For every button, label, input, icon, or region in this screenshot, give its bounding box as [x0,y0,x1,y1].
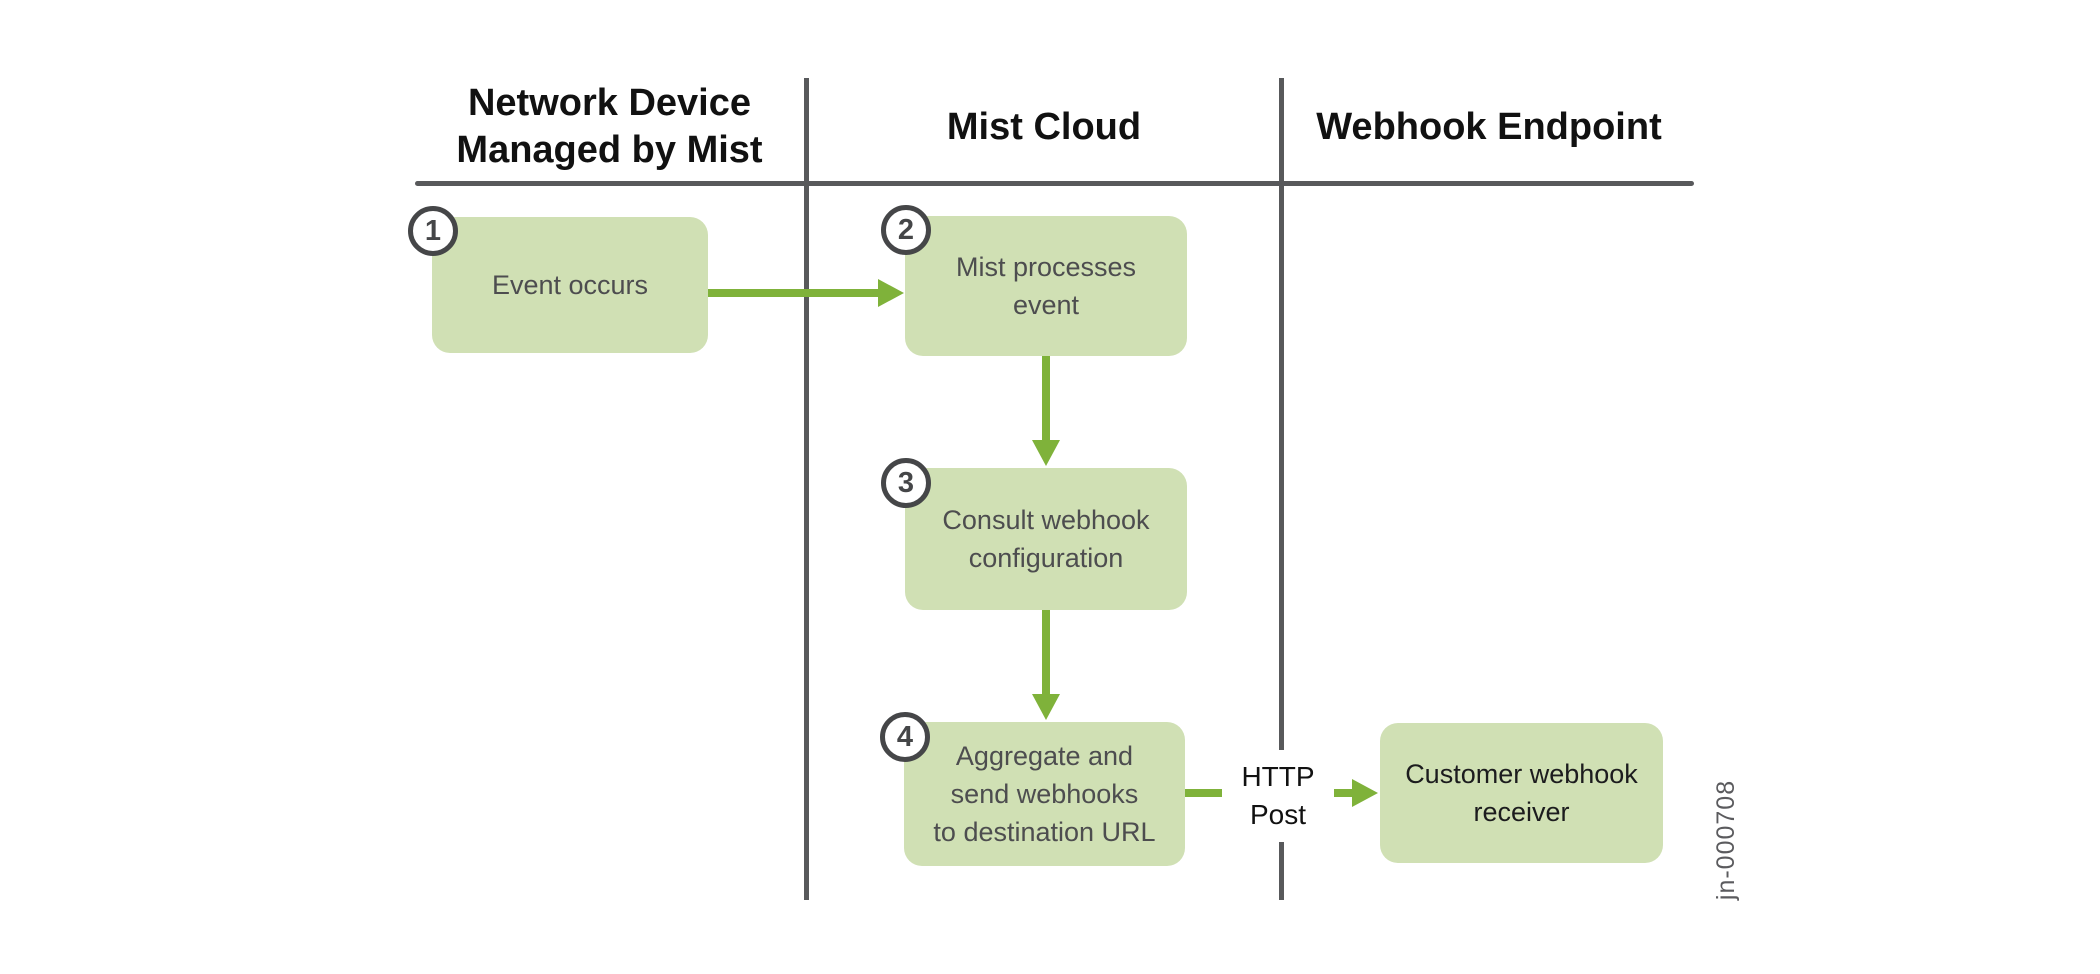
arrow-line-consult-to-aggregate [1042,610,1050,696]
http-post-label: HTTP Post [1222,750,1334,842]
step-number: 4 [896,720,914,753]
receiver-text-line: receiver [1473,797,1570,827]
lane-header-line: Mist Cloud [946,105,1142,148]
lane-header-mist-cloud: Mist Cloud [809,75,1279,179]
step-text-line: Mist processes [955,252,1137,282]
lane-header-line: Network Device [467,82,751,124]
receiver-text-line: Customer webhook [1405,759,1638,789]
lane-divider-1 [804,78,809,900]
step-number: 2 [897,213,915,246]
step-text-line: Aggregate and [955,741,1134,771]
step-text-line: configuration [968,543,1124,573]
step-box-consult-webhook-configuration: Consult webhook configuration [905,468,1187,610]
lane-header-line: Managed by Mist [456,129,763,171]
step-number-badge-4: 4 [880,712,930,762]
lane-header-webhook-endpoint: Webhook Endpoint [1284,75,1694,179]
arrow-head-http-to-receiver [1352,779,1378,807]
step-box-aggregate-send-webhooks: Aggregate and send webhooks to destinati… [904,722,1185,866]
step-text-line: Event occurs [491,270,649,300]
arrow-head-process-to-consult [1032,440,1060,466]
lane-divider-2 [1279,78,1284,900]
step-number: 1 [424,214,442,247]
lane-header-line: Webhook Endpoint [1316,105,1662,148]
arrow-line-process-to-consult [1042,356,1050,442]
step-number-badge-3: 3 [881,458,931,508]
http-post-label-line: HTTP [1241,761,1315,792]
step-number: 3 [897,466,915,499]
http-post-label-line: Post [1249,799,1307,830]
arrow-line-aggregate-to-http [1185,789,1243,797]
lane-header-network-device: Network Device Managed by Mist [415,75,804,179]
arrow-line-http-to-receiver [1318,789,1354,797]
figure-id-watermark: jn-000708 [1712,779,1740,901]
step-text-line: to destination URL [933,817,1156,847]
header-divider-line [415,181,1694,186]
arrow-head-consult-to-aggregate [1032,694,1060,720]
step-number-badge-2: 2 [881,205,931,255]
step-box-event-occurs: Event occurs [432,217,708,353]
box-customer-webhook-receiver: Customer webhook receiver [1380,723,1663,863]
step-text-line: event [1012,290,1080,320]
arrow-line-event-to-process [708,289,880,297]
step-box-mist-processes-event: Mist processes event [905,216,1187,356]
step-text-line: Consult webhook [942,505,1150,535]
step-text-line: send webhooks [950,779,1139,809]
arrow-head-event-to-process [878,279,904,307]
step-number-badge-1: 1 [408,206,458,256]
